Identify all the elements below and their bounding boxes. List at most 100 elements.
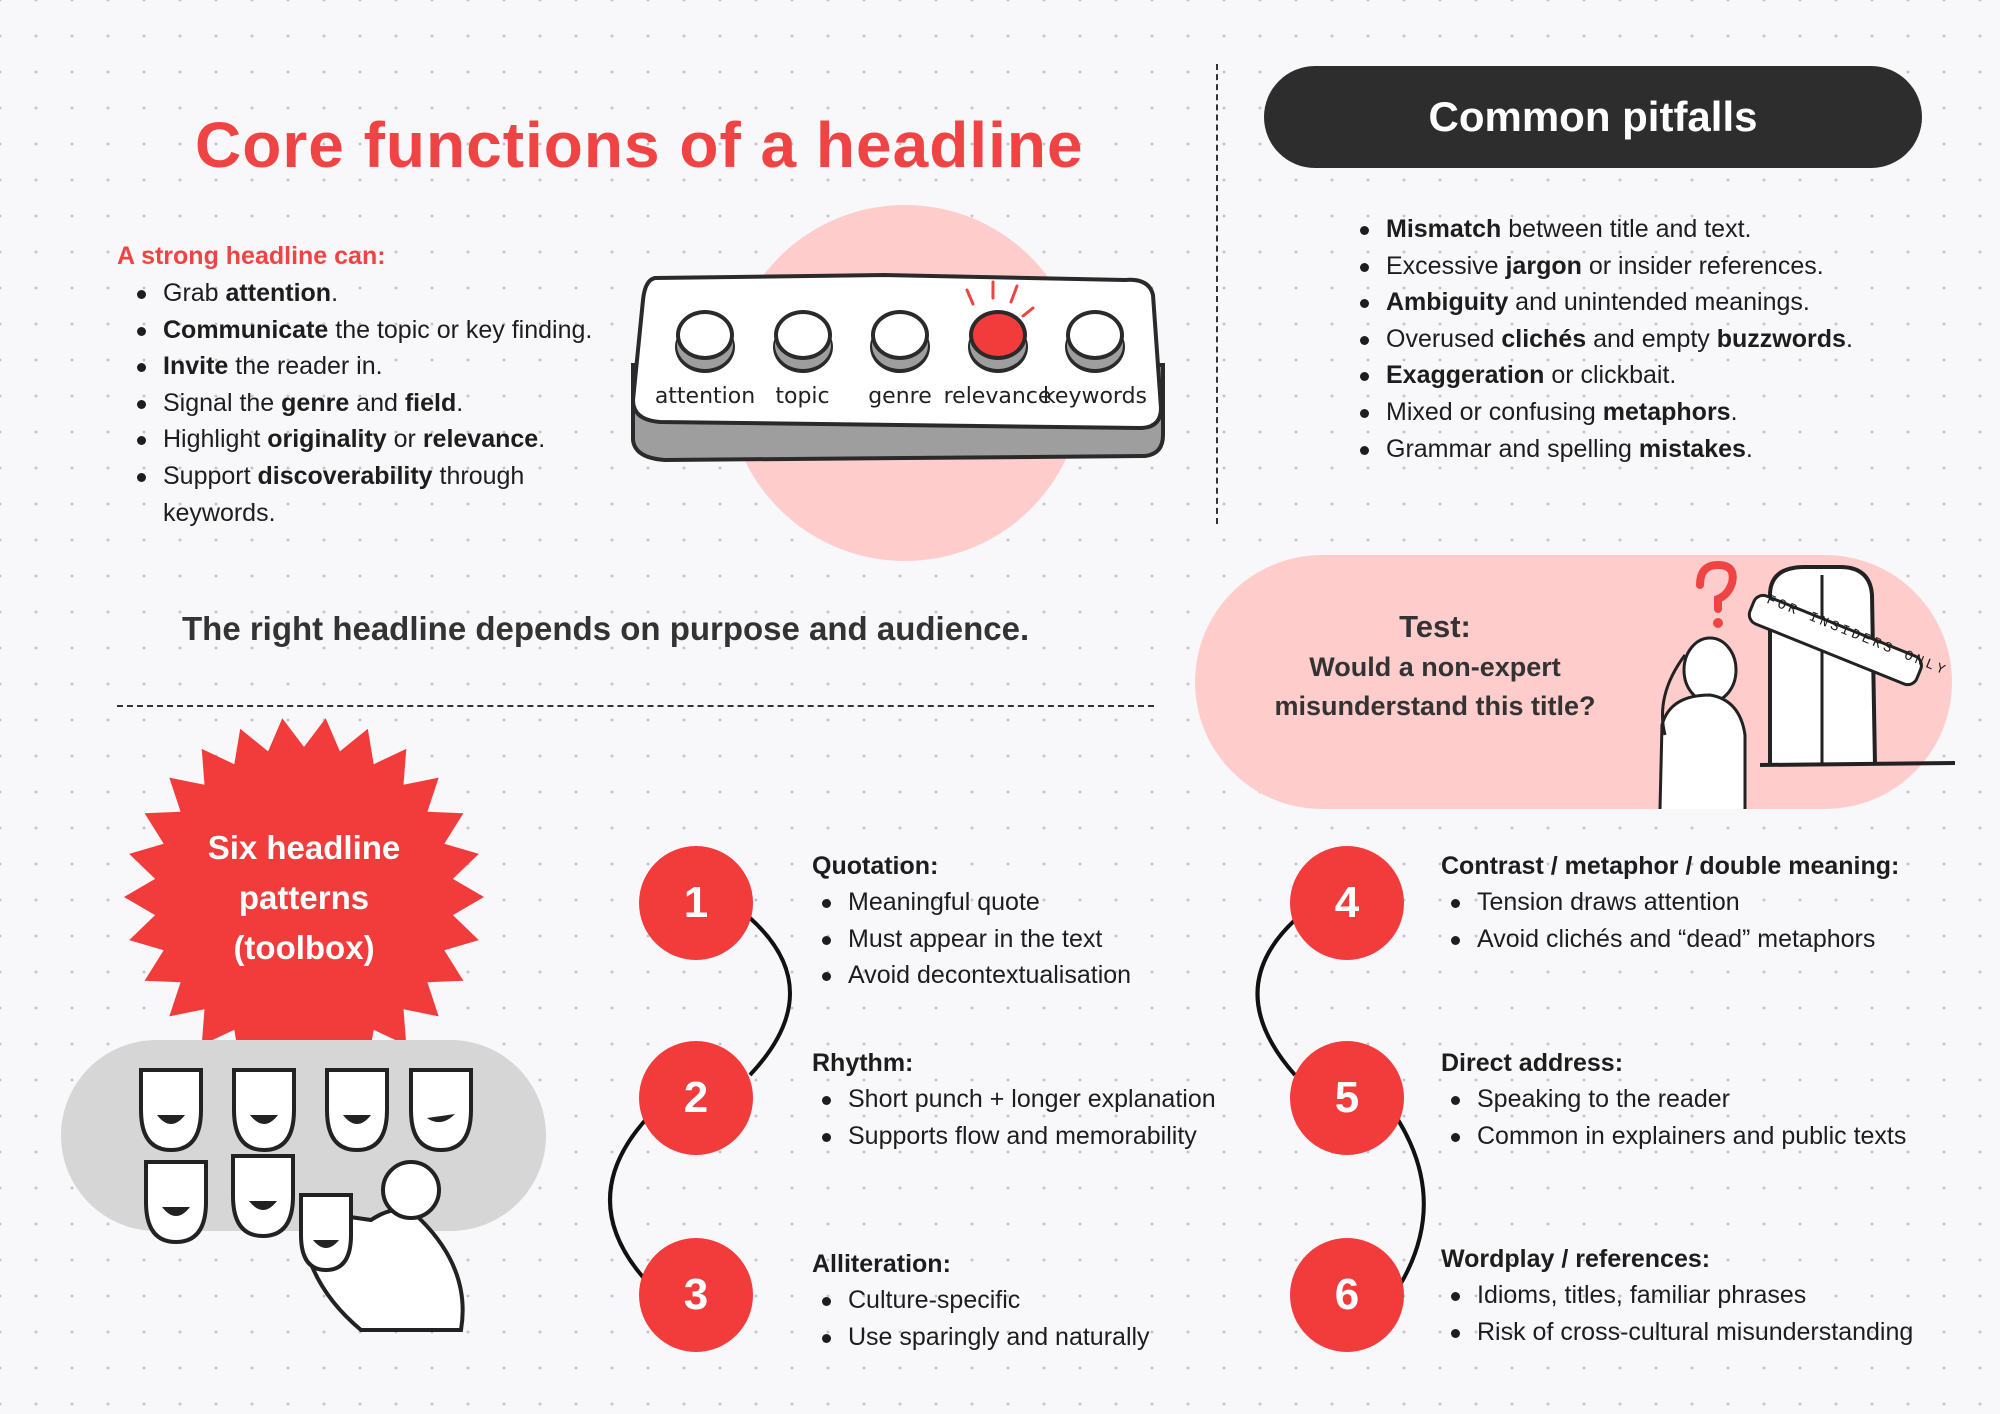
list-item: Risk of cross-cultural misunderstanding xyxy=(1441,1314,2000,1351)
pattern-heading: Quotation: xyxy=(812,852,939,880)
panel-button-topic[interactable]: topic xyxy=(758,310,848,409)
item-text: . xyxy=(1730,397,1738,426)
list-item: Culture-specific xyxy=(812,1282,1372,1319)
item-text: Support xyxy=(163,461,258,490)
toolbox-line2: patterns xyxy=(238,879,370,916)
list-item: Ambiguity and unintended meanings. xyxy=(1358,284,1958,321)
strong-headline-section: A strong headline can: Grab attention. Co… xyxy=(117,242,607,531)
list-item: Excessive jargon or insider references. xyxy=(1358,248,1958,285)
pattern-number-badge: 5 xyxy=(1290,1041,1404,1155)
emphasis-text: Ambiguity xyxy=(1386,288,1509,317)
pattern-block: Contrast / metaphor / double meaning: Ten… xyxy=(1441,848,2000,957)
emphasis-text: Communicate xyxy=(163,315,329,344)
section-subheading: A strong headline can: xyxy=(117,242,386,270)
item-text: or xyxy=(386,425,423,454)
panel-button-relevance[interactable]: relevance xyxy=(944,310,1051,409)
emphasis-text: Exaggeration xyxy=(1386,361,1545,390)
list-item: Use sparingly and naturally xyxy=(812,1319,1372,1356)
list-item: Idioms, titles, familiar phrases xyxy=(1441,1277,2000,1314)
pattern-number-badge: 1 xyxy=(639,846,753,960)
item-text: the topic or key finding. xyxy=(328,315,593,344)
button-knob-icon xyxy=(676,310,734,360)
panel-button-genre[interactable]: genre xyxy=(855,310,945,409)
list-item: Common in explainers and public texts xyxy=(1441,1118,2000,1155)
item-text: . xyxy=(456,388,464,417)
item-text: or clickbait. xyxy=(1544,361,1677,390)
item-text: through keywords. xyxy=(163,461,525,527)
item-text: Mixed or confusing xyxy=(1386,397,1603,426)
panel-button-keywords[interactable]: keywords xyxy=(1043,310,1147,409)
pattern-number-badge: 6 xyxy=(1290,1238,1404,1352)
test-text: Test: Would a non-expert misunderstand t… xyxy=(1230,606,1640,726)
item-text: and unintended meanings. xyxy=(1508,288,1810,317)
item-text: . xyxy=(1745,434,1753,463)
pattern-number-badge: 2 xyxy=(639,1041,753,1155)
list-item: Grammar and spelling mistakes. xyxy=(1358,431,1958,468)
emphasis-text: discoverability xyxy=(257,461,433,490)
button-label: attention xyxy=(654,384,756,409)
item-text: Excessive xyxy=(1386,251,1506,280)
list-item: Invite the reader in. xyxy=(135,348,607,385)
key-message: The right headline depends on purpose an… xyxy=(182,610,1030,647)
pattern-heading: Contrast / metaphor / double meaning: xyxy=(1441,852,1900,880)
emphasis-text: Mismatch xyxy=(1386,215,1502,243)
item-text: Overused xyxy=(1386,324,1502,353)
button-knob-icon xyxy=(871,310,929,360)
list-item: Meaningful quote xyxy=(812,884,1372,921)
emphasis-text: metaphors xyxy=(1602,397,1731,426)
pattern-heading: Alliteration: xyxy=(812,1250,951,1278)
item-text: or insider references. xyxy=(1581,251,1824,280)
pitfalls-title: Common pitfalls xyxy=(1428,93,1758,140)
pitfalls-list: Mismatch between title and text.Excessiv… xyxy=(1358,211,1958,467)
starburst-badge xyxy=(124,718,484,1076)
pitfalls-header: Common pitfalls xyxy=(1264,66,1922,168)
item-text: Grab xyxy=(163,279,226,307)
button-label: genre xyxy=(868,384,932,409)
test-question-line2: misunderstand this title? xyxy=(1274,691,1596,721)
item-text: . xyxy=(538,425,546,454)
emphasis-text: attention xyxy=(225,279,332,307)
vertical-divider xyxy=(1216,64,1218,524)
list-item: Exaggeration or clickbait. xyxy=(1358,357,1958,394)
emphasis-text: genre xyxy=(281,388,350,417)
item-text: and empty xyxy=(1586,324,1717,353)
emphasis-text: mistakes xyxy=(1638,434,1746,463)
list-item: Must appear in the text xyxy=(812,921,1372,958)
list-item: Mixed or confusing metaphors. xyxy=(1358,394,1958,431)
list-item: Avoid decontextualisation xyxy=(812,957,1372,994)
pattern-heading: Wordplay / references: xyxy=(1441,1245,1711,1273)
list-item: Highlight originality or relevance. xyxy=(135,421,607,458)
list-item: Avoid clichés and “dead” metaphors xyxy=(1441,921,2000,958)
toolbox-label: Six headline patterns (toolbox) xyxy=(154,823,454,973)
button-label: relevance xyxy=(943,384,1052,409)
list-item: Tension draws attention xyxy=(1441,884,2000,921)
list-item: Signal the genre and field. xyxy=(135,385,607,422)
list-item: Support discoverability through keywords… xyxy=(135,458,607,531)
list-item: Supports flow and memorability xyxy=(812,1118,1372,1155)
emphasis-text: Invite xyxy=(163,352,229,381)
pattern-number-badge: 4 xyxy=(1290,846,1404,960)
item-text: and xyxy=(349,388,405,417)
confused-person-door-illustration xyxy=(1658,560,1956,809)
button-label: topic xyxy=(775,384,830,409)
emphasis-text: jargon xyxy=(1505,251,1582,280)
pattern-heading: Direct address: xyxy=(1441,1049,1624,1077)
item-text: the reader in. xyxy=(228,352,383,381)
list-item: Overused clichés and empty buzzwords. xyxy=(1358,321,1958,358)
panel-button-attention[interactable]: attention xyxy=(655,310,755,409)
emphasis-text: buzzwords xyxy=(1716,324,1846,353)
list-item: Speaking to the reader xyxy=(1441,1081,2000,1118)
button-label: keywords xyxy=(1042,384,1148,409)
item-text: Grammar and spelling xyxy=(1386,434,1639,463)
list-item: Short punch + longer explanation xyxy=(812,1081,1372,1118)
